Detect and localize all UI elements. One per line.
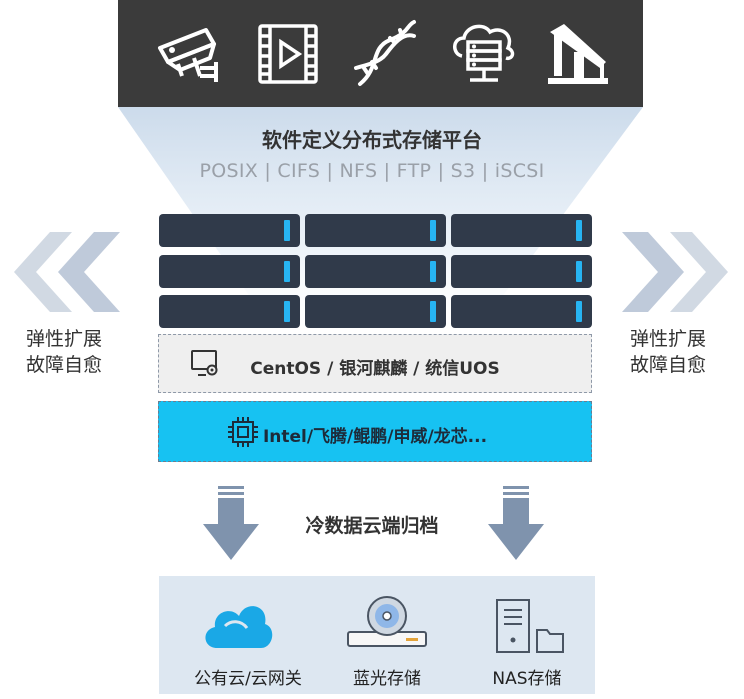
cloud-server-icon xyxy=(453,24,515,82)
status-led xyxy=(284,301,290,322)
server-unit xyxy=(159,214,300,247)
archive-down-arrow-icon xyxy=(203,486,259,560)
cpu-chip-icon xyxy=(228,417,258,447)
os-layer xyxy=(158,334,592,393)
platform-title: 软件定义分布式存储平台 xyxy=(262,128,482,152)
status-led xyxy=(430,220,436,241)
server-unit xyxy=(159,295,300,328)
status-led xyxy=(430,301,436,322)
cpu-label: Intel/飞腾/鲲鹏/申威/龙芯... xyxy=(262,427,488,447)
right-label-line2: 故障自愈 xyxy=(629,354,706,376)
oil-pump-icon xyxy=(548,24,608,84)
right-feature-label: 弹性扩展 故障自愈 xyxy=(620,326,716,378)
dna-icon xyxy=(354,20,416,86)
server-unit xyxy=(451,214,592,247)
video-film-icon xyxy=(258,24,318,84)
server-unit xyxy=(305,295,446,328)
cloud-icon xyxy=(205,606,273,648)
server-unit xyxy=(305,255,446,288)
protocol-list: POSIX | CIFS | NFS | FTP | S3 | iSCSI xyxy=(199,160,545,182)
status-led xyxy=(576,220,582,241)
cold-archive-label: 冷数据云端归档 xyxy=(305,515,439,537)
server-unit xyxy=(305,214,446,247)
status-led xyxy=(430,261,436,282)
surveillance-camera-icon xyxy=(158,28,218,82)
storage-label-bluray: 蓝光存储 xyxy=(353,669,421,689)
os-settings-icon xyxy=(191,350,218,376)
status-led xyxy=(576,301,582,322)
os-label: CentOS / 银河麒麟 / 统信UOS xyxy=(250,359,500,379)
archive-down-arrow-icon xyxy=(488,486,544,560)
server-unit xyxy=(159,255,300,288)
server-unit xyxy=(451,255,592,288)
storage-label-public-cloud: 公有云/云网关 xyxy=(194,669,302,689)
nas-server-icon xyxy=(496,599,564,653)
bluray-disc-icon xyxy=(347,596,427,647)
expand-right-arrow-icon xyxy=(622,232,728,312)
right-label-line1: 弹性扩展 xyxy=(629,328,706,350)
server-unit xyxy=(451,295,592,328)
left-label-line2: 故障自愈 xyxy=(25,354,102,376)
status-led xyxy=(284,220,290,241)
status-led xyxy=(576,261,582,282)
application-icon-bar xyxy=(118,0,643,107)
left-feature-label: 弹性扩展 故障自愈 xyxy=(16,326,112,378)
status-led xyxy=(284,261,290,282)
storage-label-nas: NAS存储 xyxy=(492,669,562,689)
expand-left-arrow-icon xyxy=(14,232,120,312)
left-label-line1: 弹性扩展 xyxy=(25,328,102,350)
